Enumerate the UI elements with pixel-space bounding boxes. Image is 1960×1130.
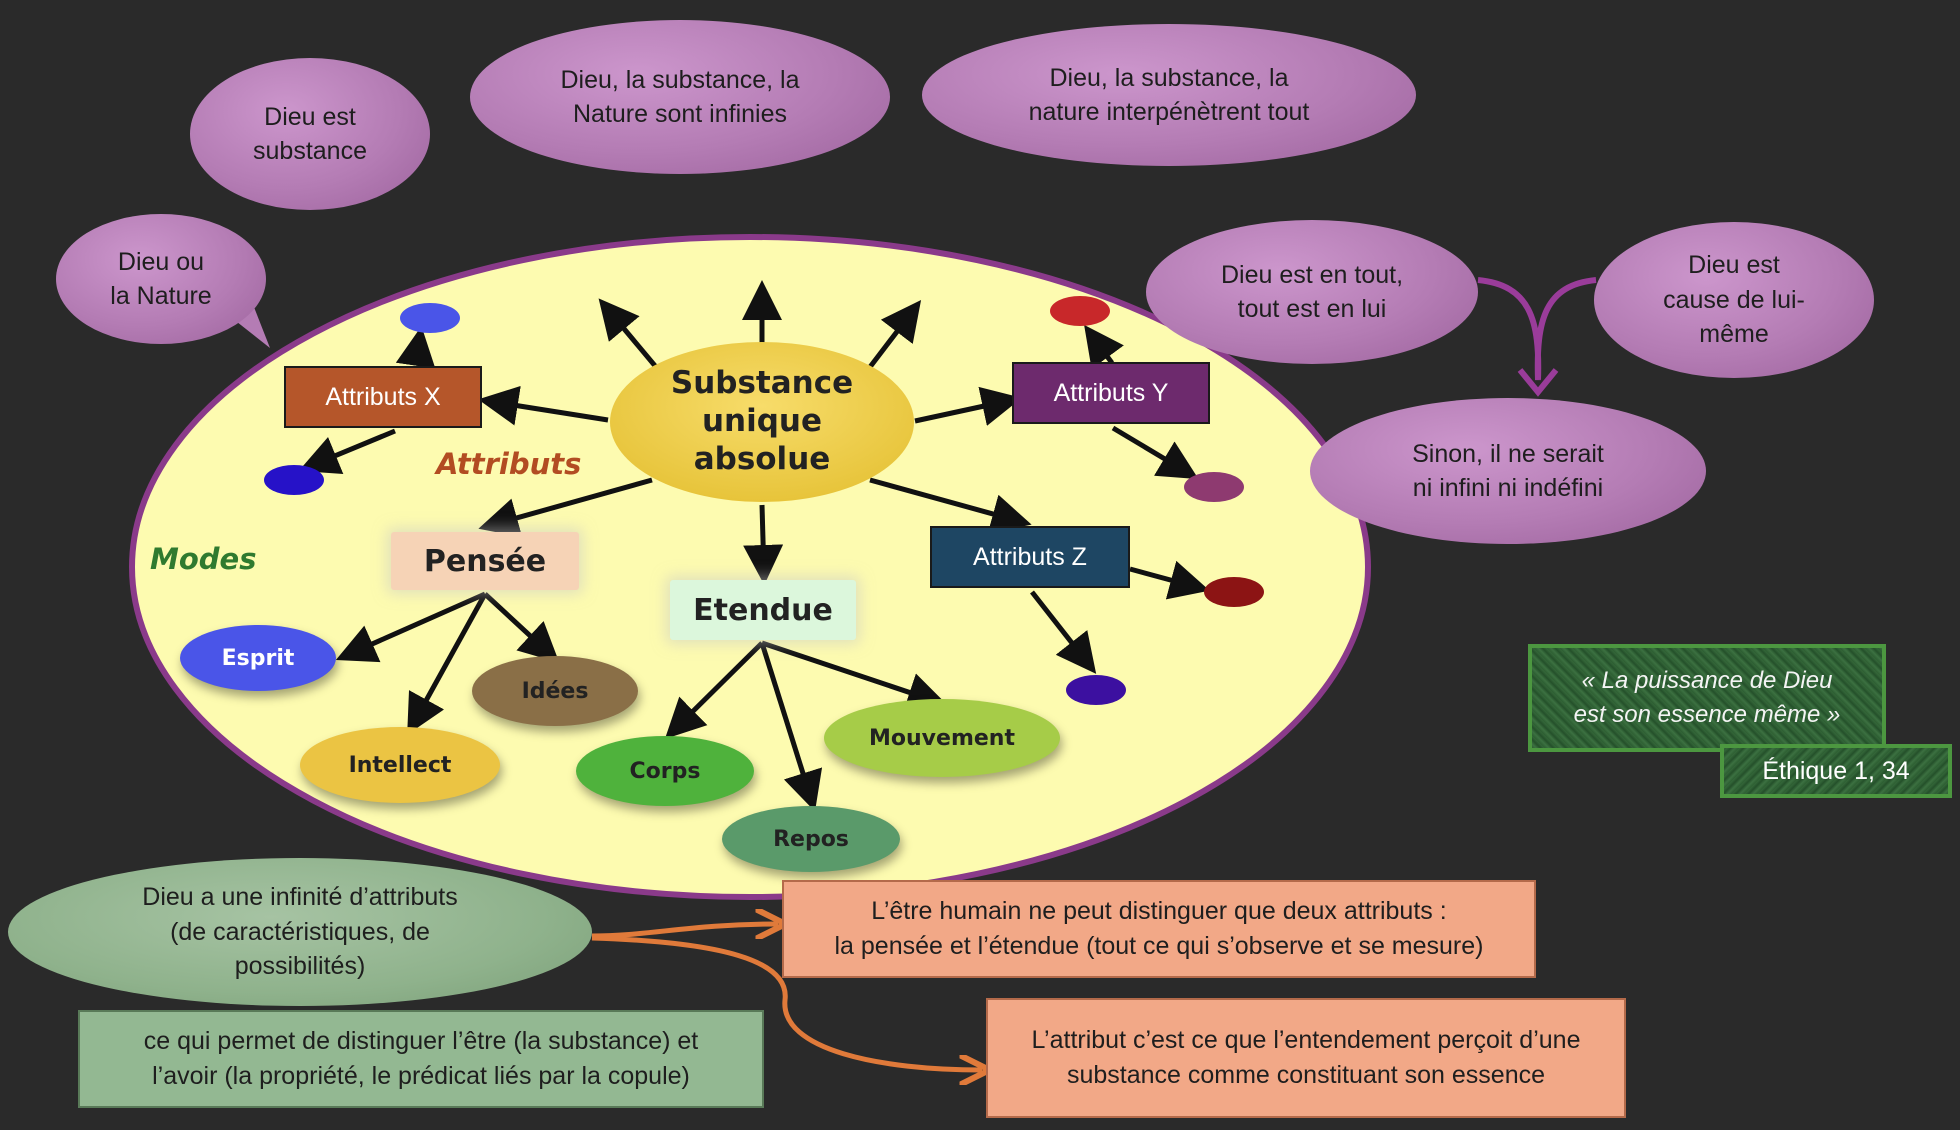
bubble-sinon-l1: Sinon, il ne serait bbox=[1412, 439, 1604, 468]
connector-to-entendement bbox=[591, 935, 982, 1070]
dot-z-bottom bbox=[1066, 675, 1126, 705]
attribute-z-box: Attributs Z bbox=[930, 526, 1130, 588]
modes-label: Modes bbox=[150, 542, 257, 576]
bubble-cause: Dieu est cause de lui- même bbox=[1594, 222, 1874, 378]
quote-reference: Éthique 1, 34 bbox=[1720, 744, 1952, 798]
center-line-3: absolue bbox=[693, 440, 831, 477]
box-copule-l2: l’avoir (la propriété, le prédicat liés … bbox=[152, 1062, 690, 1090]
leaf-repos: Repos bbox=[722, 806, 900, 872]
dot-y-top bbox=[1050, 296, 1110, 326]
box-copule-l1: ce qui permet de distinguer l’être (la s… bbox=[143, 1026, 699, 1055]
leaf-intellect: Intellect bbox=[300, 727, 500, 803]
center-arrows bbox=[298, 280, 1210, 812]
leaf-idees: Idées bbox=[472, 656, 638, 726]
bubble-dieu-nature-l1: Dieu ou bbox=[117, 247, 205, 276]
box-entendement-l1: L’attribut c’est ce que l’entendement pe… bbox=[1031, 1025, 1581, 1054]
bubble-infinies: Dieu, la substance, la Nature sont infin… bbox=[470, 20, 890, 174]
bubble-sinon-l2: ni infini ni indéfini bbox=[1412, 474, 1604, 502]
bubble-infinite-attributes-l1: Dieu a une infinité d’attributs bbox=[142, 883, 458, 912]
bubble-interpenetrent: Dieu, la substance, la nature interpénèt… bbox=[922, 24, 1416, 166]
box-two-attributes: L’être humain ne peut distinguer que deu… bbox=[782, 880, 1536, 978]
bubble-en-tout-l2: tout est en lui bbox=[1237, 295, 1387, 323]
quote-line-2: est son essence même » bbox=[1573, 701, 1841, 728]
bubble-dieu-substance-l2: substance bbox=[253, 137, 367, 165]
center-node-shape bbox=[610, 342, 914, 502]
attribute-y-box: Attributs Y bbox=[1012, 362, 1210, 424]
connector-purple bbox=[1477, 277, 1597, 381]
bubble-interpenetrent-l2: nature interpénètrent tout bbox=[1028, 98, 1310, 126]
box-entendement: L’attribut c’est ce que l’entendement pe… bbox=[986, 998, 1626, 1118]
bubble-cause-l1: Dieu est bbox=[1688, 251, 1780, 280]
leaf-mouvement: Mouvement bbox=[824, 699, 1060, 777]
box-two-attributes-l2: la pensée et l’étendue (tout ce qui s’ob… bbox=[834, 932, 1484, 960]
bubble-infinies-l1: Dieu, la substance, la bbox=[560, 65, 800, 94]
center-node: Substance unique absolue bbox=[612, 362, 912, 482]
bubble-dieu-substance: Dieu est substance bbox=[190, 58, 430, 210]
bubble-sinon: Sinon, il ne serait ni infini ni indéfin… bbox=[1310, 398, 1706, 544]
bubble-dieu-nature: Dieu ou la Nature bbox=[56, 214, 266, 344]
dot-x-bottom bbox=[264, 465, 324, 495]
bubble-dieu-substance-l1: Dieu est bbox=[264, 102, 356, 131]
bubble-infinite-attributes-l2: (de caractéristiques, de bbox=[170, 917, 430, 946]
leaf-corps: Corps bbox=[576, 736, 754, 806]
bubble-cause-l2: cause de lui- bbox=[1663, 285, 1805, 314]
bubble-infinite-attributes: Dieu a une infinité d’attributs (de cara… bbox=[8, 858, 592, 1006]
attribute-x-box: Attributs X bbox=[284, 366, 482, 428]
mode-pensee: Pensée bbox=[391, 532, 579, 590]
center-line-1: Substance bbox=[670, 365, 854, 402]
connector-to-two-attributes bbox=[591, 924, 778, 936]
bubble-infinies-l2: Nature sont infinies bbox=[572, 100, 787, 128]
quote-box: « La puissance de Dieu est son essence m… bbox=[1528, 644, 1886, 752]
bubble-cause-l3: même bbox=[1699, 320, 1769, 349]
attributs-label: Attributs bbox=[436, 447, 582, 481]
box-copule: ce qui permet de distinguer l’être (la s… bbox=[78, 1010, 764, 1108]
leaf-esprit: Esprit bbox=[180, 625, 336, 691]
center-line-2: unique bbox=[701, 403, 823, 440]
quote-line-1: « La puissance de Dieu bbox=[1581, 667, 1833, 695]
dot-x-top bbox=[400, 303, 460, 333]
dot-z-right bbox=[1204, 577, 1264, 607]
bubble-en-tout-l1: Dieu est en tout, bbox=[1220, 260, 1404, 289]
bubble-infinite-attributes-l3: possibilités) bbox=[234, 952, 366, 981]
dot-y-bottom bbox=[1184, 472, 1244, 502]
bubble-dieu-nature-l2: la Nature bbox=[110, 282, 212, 310]
mode-etendue: Etendue bbox=[670, 580, 856, 640]
connector-purple-head bbox=[1517, 368, 1559, 397]
bubble-interpenetrent-l1: Dieu, la substance, la bbox=[1049, 63, 1289, 92]
bubble-en-tout: Dieu est en tout, tout est en lui bbox=[1146, 220, 1478, 364]
box-two-attributes-l1: L’être humain ne peut distinguer que deu… bbox=[871, 896, 1447, 925]
box-entendement-l2: substance comme constituant son essence bbox=[1066, 1061, 1546, 1089]
